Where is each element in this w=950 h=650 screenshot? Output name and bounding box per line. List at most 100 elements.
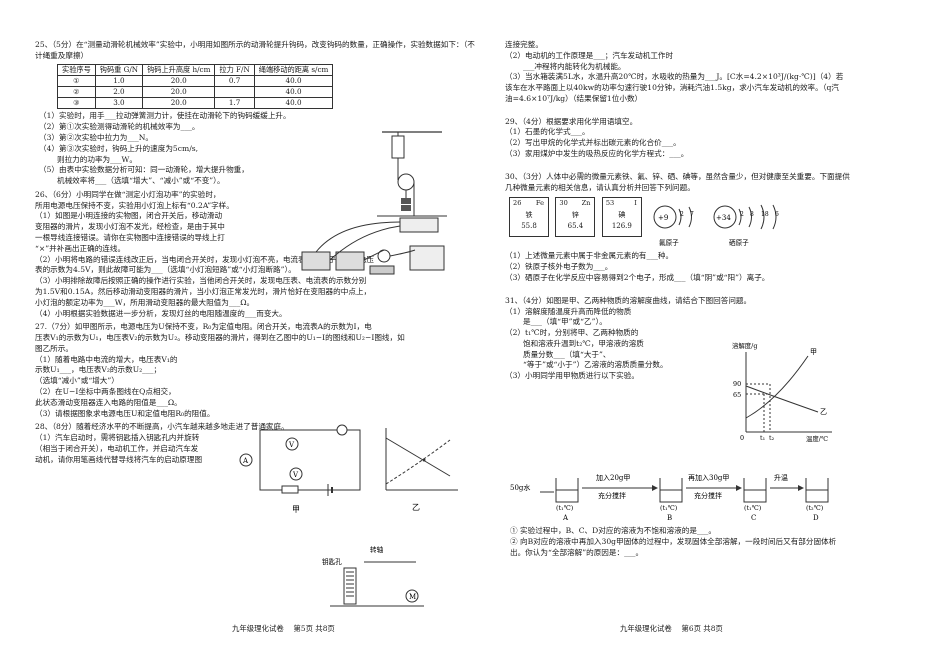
graph-t1: t₁ (760, 434, 766, 442)
q26-line: “×”并补画出正确的连线。 (35, 243, 126, 253)
fluorine-atom-diagram: +9 2 7 氟原子 (653, 205, 694, 247)
q31-line: 是___（填“甲”或“乙”）。 (523, 317, 607, 327)
q28-line: （相当于闭合开关），电动机工作，并启动汽车发 (35, 443, 199, 453)
element-name: 碘 (618, 211, 626, 220)
graph-origin: 0 (740, 434, 744, 442)
element-symbol: I (634, 199, 637, 208)
solubility-curve-graph: 溶解度/g 90 65 0 t₁ t₂ 甲 乙 温度/℃ (732, 341, 832, 443)
q28-line: 动机，请你用笔画线代替导线将汽车的启动原理图 (35, 454, 203, 464)
beaker-temp: (t₁℃) (556, 504, 573, 512)
q27-line: 此状态滑动变阻器连入电路的阻值是___Ω。 (35, 397, 182, 407)
se-nucleus: +34 (716, 214, 731, 222)
q28c-line: 该车在水平路面上以40kw的功率匀速行驶10分钟，消耗汽油1.5kg，求小汽车发… (505, 83, 839, 93)
beaker-temp: (t₂℃) (806, 504, 823, 512)
table-cell: 20.0 (142, 97, 216, 110)
q26-line: （4）小明根据实验数据进一步分析，发现灯丝的电阻随温度的___而变大。 (35, 308, 287, 318)
q28c-line: 油=4.6×10⁷J/kg）（结果保留1位小数） (505, 93, 643, 103)
table-cell: 40.0 (253, 97, 334, 110)
keyhole-label: 钥匙孔 (322, 557, 342, 566)
se-shell: 8 (750, 211, 754, 218)
table-cell: ① (57, 74, 96, 88)
element-card-fe: 26 Fe 铁 55.8 (509, 197, 549, 238)
table-cell: ③ (57, 97, 96, 110)
q30-line: （1）上述微量元素中属于非金属元素的有___种。 (505, 251, 674, 261)
element-symbol: Fe (535, 199, 544, 208)
q27-line: 压表V₁的示数为U₁，电压表V₂的示数为U₂。移动变阻器的滑片，得到在乙图中的U… (35, 333, 405, 343)
q25-part5b: 机械效率将___（选填“增大”、“减小”或“不变”）。 (57, 176, 225, 186)
page-5-footer: 九年级理化试卷 第5页 共8页 (232, 624, 335, 633)
q28c-line: （2）电动机的工作原理是___；汽车发动机工作时 (505, 50, 674, 60)
q29-line: （2）写出甲烷的化学式并标出碳元素的化合价___。 (505, 138, 681, 148)
element-name: 锌 (571, 211, 579, 220)
se-shell: 6 (775, 211, 779, 218)
q27-line: 27.（7分）如甲图所示，电源电压为U保持不变，R₀为定值电阻。闭合开关，电流表… (35, 322, 372, 332)
beaker-temp: (t₁℃) (660, 504, 677, 512)
atomic-mass: 126.9 (611, 222, 632, 231)
q27-line: （3）请根据图象求电源电压U和定值电阻R₀的阻值。 (35, 408, 215, 418)
atomic-number: 53 (605, 199, 615, 208)
q31-line: ① 实验过程中，B、C、D对应的溶液为不饱和溶液的是___。 (510, 526, 716, 535)
question-31: 31、（4分）如图是甲、乙两种物质的溶解度曲线，请结合下图回答问题。 （1）溶解… (505, 296, 930, 382)
graph-tick-90: 90 (733, 380, 741, 388)
fig-label-yi: 乙 (412, 503, 420, 512)
table-row: ③ 3.0 20.0 1.7 40.0 (57, 97, 334, 110)
beaker-label: A (562, 514, 569, 522)
svg-text:M: M (409, 593, 416, 601)
q27-line: 示数U₁___，电压表V₂的示数U₂___； (35, 365, 162, 375)
q30-line: （2）铁原子核外电子数为___。 (505, 262, 613, 272)
pulley-figure (377, 131, 447, 217)
question-30: 30、（3分）人体中必需的微量元素铁、氟、锌、硒、碘等，虽然含量少，但对健康至关… (505, 172, 930, 284)
q26-line: 为1.5V和0.15A，然后移动滑动变阻器的滑片，当小灯泡正常发光时，滑片恰好在… (35, 286, 372, 296)
graph-series-yi: 乙 (820, 408, 827, 416)
q25-part4a: （4）第③次实验时，钩码上升的速度为5cm/s, (39, 143, 199, 153)
table-header: 拉力 F/N (214, 63, 255, 76)
table-header: 钩码上升高度 h/cm (142, 63, 216, 76)
q28c-line: 连接完整。 (505, 40, 543, 49)
shaft-label: 转轴 (370, 545, 384, 554)
beaker-temp: (t₁℃) (744, 504, 761, 512)
element-symbol: Zn (581, 199, 591, 208)
graph-t2: t₂ (769, 434, 775, 442)
q30-line: （3）硒原子在化学反应中容易得到2个电子，形成___（填“阴”或“阳”）离子。 (505, 272, 770, 282)
question-28: 28、（8分）随着经济水平的不断提高，小汽车越来越多地走进了普通家庭。 （1）汽… (35, 422, 477, 465)
beaker-label: C (751, 514, 756, 522)
svg-text:A: A (242, 457, 249, 465)
question-25: 25、（5分）在“测量动滑轮机械效率”实验中，小明用如图所示的动滑轮提升钩码，改… (35, 40, 477, 187)
q29-line: 29、（4分）根据要求用化学用语填空。 (505, 116, 638, 126)
q31-line: （1）溶解度随温度升高而降低的物质 (505, 306, 632, 316)
svg-text:V: V (292, 471, 299, 479)
atomic-number: 26 (513, 199, 522, 208)
se-shell: 18 (761, 211, 769, 218)
q31-line: （3）小明同学用甲物质进行以下实验。 (505, 371, 639, 381)
beaker-b: (t₁℃) B (659, 478, 683, 522)
q25-part5a: （5）由表中实验数据分析可知：同一动滑轮，增大提升物重， (39, 165, 249, 175)
circuit-photo-figure (301, 217, 445, 275)
car-starter-diagram: 钥匙孔 转轴 M (322, 545, 424, 607)
graph-y-label: 溶解度/g (732, 341, 757, 350)
beaker-c: (t₁℃) C (743, 478, 767, 522)
se-atom-label: 硒原子 (729, 239, 749, 247)
step1-stir: 充分搅拌 (598, 491, 626, 500)
graph-tick-65: 65 (733, 391, 741, 399)
element-card-zn: 30 Zn 锌 65.4 (555, 197, 596, 238)
q26-line: 一根导线连接错误。请你在实物图中连接错误的导线上打 (35, 233, 225, 243)
beaker-a: (t₁℃) A (555, 478, 579, 522)
step2-add: 再加入30g甲 (688, 473, 729, 482)
table-header: 绳端移动的距离 s/cm (253, 63, 334, 76)
pulley-data-table: 实验序号 钩码重 G/N 钩码上升高度 h/cm 拉力 F/N 绳端移动的距离 … (57, 63, 334, 110)
f-shell: 7 (690, 211, 694, 218)
f-nucleus: +9 (658, 214, 668, 222)
table-row: ② 2.0 20.0 40.0 (57, 85, 334, 99)
beaker-label: B (667, 514, 672, 522)
q26-line: 变阻器的滑片，发现小灯泡不发光，经检查，是由于其中 (35, 222, 225, 232)
se-shell: 2 (740, 211, 744, 218)
table-cell: 20.0 (142, 85, 216, 99)
table-header: 钩码重 G/N (94, 63, 144, 76)
element-name: 铁 (525, 211, 533, 220)
beaker-label: D (813, 514, 819, 522)
question-26: 26、（6分）小明同学在做“测定小灯泡功率”的实验时， 所用电源电压保持不变，实… (35, 190, 477, 319)
circuit-diagram-jia: V A V 甲 (239, 424, 361, 514)
q28c-line: （3）当水箱装满5L水，水温升高20℃时，水吸收的热量为___J。[C水=4.2… (505, 72, 844, 82)
q31-line: 出。你认为“全部溶解”的原因是：___。 (510, 547, 644, 557)
svg-text:V: V (288, 441, 295, 449)
